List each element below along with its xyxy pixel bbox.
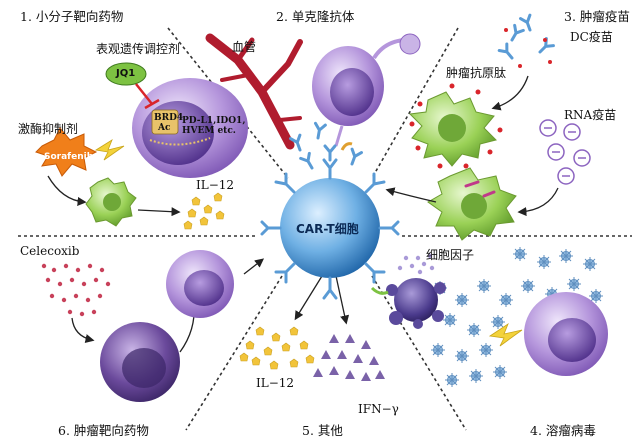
section-4-title: 4. 溶瘤病毒 [530, 423, 596, 438]
car-t-cell-icon [260, 142, 400, 300]
dendritic-cell-icon [427, 167, 517, 241]
arrow-icon [294, 275, 323, 321]
cytokine-dots [397, 253, 435, 275]
ifn-gamma-triangles [313, 334, 385, 381]
il12-dots [239, 326, 315, 370]
arrow-icon [243, 258, 265, 275]
tumor-cell-icon [312, 33, 421, 147]
il12-bottom-label: IL−12 [256, 376, 295, 390]
tumor-cell-icon [166, 250, 234, 318]
arrow-icon [137, 207, 181, 217]
section-3-title: 3. 肿瘤疫苗 [564, 9, 630, 24]
section-2-title: 2. 单克隆抗体 [276, 9, 355, 24]
brd4-label: BRD4 [154, 113, 184, 123]
blood-vessel-icon [205, 33, 303, 150]
celecoxib-dots [41, 263, 111, 317]
dc-vaccine-label: DC疫苗 [570, 30, 613, 44]
arrow-icon [47, 175, 87, 206]
lightning-icon [94, 139, 125, 161]
dendritic-cell-icon [408, 91, 497, 167]
cytokine-label: 细胞因子 [426, 248, 475, 262]
hvem-label: HVEM etc. [182, 126, 236, 136]
arrow-icon [491, 75, 529, 111]
section-6-title: 6. 肿瘤靶向药物 [58, 423, 149, 438]
sorafenib-label: Sorafenib [44, 152, 94, 162]
rna-vaccine-icon [539, 119, 591, 185]
vessel-label: 血管 [232, 40, 257, 54]
lightning-icon [488, 322, 523, 347]
il12-top-label: IL−12 [196, 178, 235, 192]
car-t-label: CAR-T细胞 [296, 222, 359, 236]
rna-vaccine-label: RNA疫苗 [564, 108, 617, 122]
infected-tumor-cell [386, 278, 446, 329]
sorafenib-burst [35, 127, 98, 177]
tumor-cell-icon [100, 322, 180, 402]
jq1-badge [105, 62, 160, 110]
tumor-cell-icon [524, 292, 608, 376]
kinase-inhibitor-label: 激酶抑制剂 [18, 122, 79, 136]
epigenetic-label: 表观遗传调控剂 [96, 42, 181, 56]
arrow-icon [335, 275, 350, 325]
tumor-antigen-label: 肿瘤抗原肽 [446, 66, 507, 80]
dc-red-dots [504, 28, 552, 68]
pdl1-label: PD-L1,IDO1, [182, 116, 246, 126]
antigen-red-dots [409, 83, 503, 169]
jq1-label: JQ1 [116, 68, 136, 79]
arrow-icon [71, 317, 95, 344]
ac-label: Ac [158, 123, 171, 133]
dendritic-cell-icon [85, 177, 137, 227]
celecoxib-label: Celecoxib [20, 244, 80, 258]
arrow-icon [517, 187, 559, 217]
ifn-gamma-label: IFN−γ [358, 402, 399, 416]
section-5-title: 5. 其他 [302, 423, 343, 438]
il12-dots [183, 192, 225, 230]
section-1-title: 1. 小分子靶向药物 [20, 9, 124, 24]
brd4-protein [151, 109, 179, 135]
arrow-icon [385, 187, 437, 203]
